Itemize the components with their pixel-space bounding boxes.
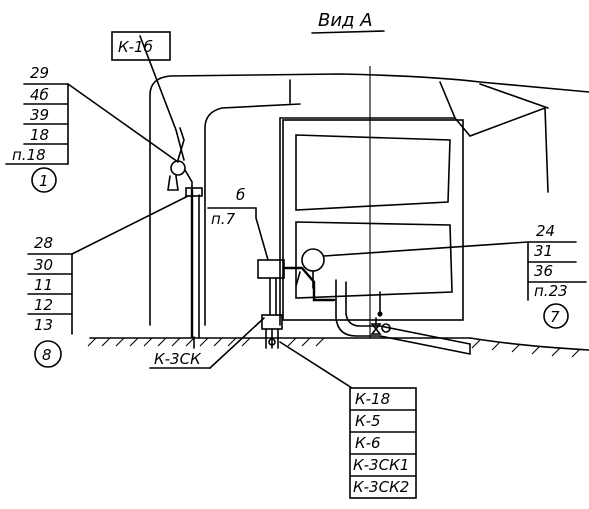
mid-stack-item-1: б — [236, 186, 245, 204]
door-body — [282, 119, 464, 321]
lamp-icon — [167, 127, 193, 191]
pipe-bent — [282, 266, 336, 302]
bottom-right-item-3: К-6 — [355, 434, 381, 452]
pipe-vertical-inner — [345, 281, 381, 327]
left-stack-item-5: п.18 — [12, 146, 46, 164]
leader-right-stack — [323, 241, 529, 257]
left-stack-item-3: 39 — [30, 106, 49, 124]
leader-mid-stack — [255, 207, 269, 261]
cabin-outline — [149, 73, 589, 326]
leader-bottom-right — [279, 341, 353, 389]
bottom-left-box-label: К-3СК — [154, 350, 202, 368]
gauge-icon — [301, 248, 325, 272]
top-box-frame — [111, 31, 171, 61]
side-panel-top — [479, 83, 549, 109]
pipe-vertical — [335, 279, 381, 337]
left-stack-item-2: 4б — [30, 86, 49, 104]
valve-handle-dot — [377, 311, 383, 317]
right-stack: 24 31 36 п.23 — [527, 222, 587, 301]
bottom-right-boxes: К-18 К-5 К-6 К-3СК1 К-3СК2 — [349, 387, 417, 499]
mid-stack-item-2: п.7 — [211, 210, 236, 228]
mast-cap — [185, 187, 203, 197]
pipe-horizontal-bottom — [379, 335, 471, 355]
leader-left-lower-stack — [71, 195, 189, 255]
equipment-bolt — [268, 338, 276, 346]
door-window-lower — [295, 221, 453, 299]
right-circle — [543, 303, 569, 329]
right-stack-item-3: 36 — [534, 262, 553, 280]
side-panel-outline — [454, 106, 549, 193]
leader-left-stack — [67, 83, 179, 163]
left-lower-item-1: 28 — [34, 234, 53, 252]
door-window-upper — [295, 134, 451, 211]
valve-icon — [370, 317, 391, 335]
ground-hatch-right — [471, 339, 581, 358]
door-frame-outline — [279, 81, 457, 326]
top-box-label: К-1б — [118, 38, 153, 56]
left-stack-item-1: 29 — [30, 64, 49, 82]
inner-panel-outline — [204, 103, 301, 326]
title-underline — [311, 30, 385, 34]
right-circle-label: 7 — [550, 308, 560, 326]
ground-line-right — [469, 337, 589, 351]
equipment-box-lower — [261, 314, 283, 330]
bottom-right-item-5: К-3СК2 — [353, 478, 409, 496]
left-lower-stack: 28 30 11 12 13 — [27, 234, 73, 335]
leader-bottom-left — [209, 317, 265, 369]
left-lower-item-2: 30 — [34, 256, 53, 274]
left-circle-label: 1 — [39, 172, 49, 190]
right-stack-item-2: 31 — [534, 242, 553, 260]
left-lower-item-5: 13 — [34, 316, 53, 334]
left-lower-circle — [34, 340, 62, 368]
left-stack-item-4: 18 — [30, 126, 49, 144]
gauge-bracket — [295, 271, 301, 287]
bottom-right-item-1: К-18 — [355, 390, 390, 408]
right-stack-item-4: п.23 — [534, 282, 568, 300]
left-stack: 29 4б 39 18 п.18 — [5, 64, 69, 165]
left-circle — [31, 167, 57, 193]
left-lower-item-3: 11 — [34, 276, 53, 294]
bottom-right-item-4: К-3СК1 — [353, 456, 409, 474]
ground-hatch — [87, 337, 325, 347]
left-lower-circle-label: 8 — [42, 346, 52, 364]
leader-top-box — [139, 35, 185, 161]
left-lower-item-4: 12 — [34, 296, 53, 314]
view-title: Вид А — [318, 10, 373, 31]
bottom-right-item-2: К-5 — [355, 412, 381, 430]
right-stack-item-1: 24 — [536, 222, 555, 240]
pipe-horizontal-top — [379, 325, 471, 345]
